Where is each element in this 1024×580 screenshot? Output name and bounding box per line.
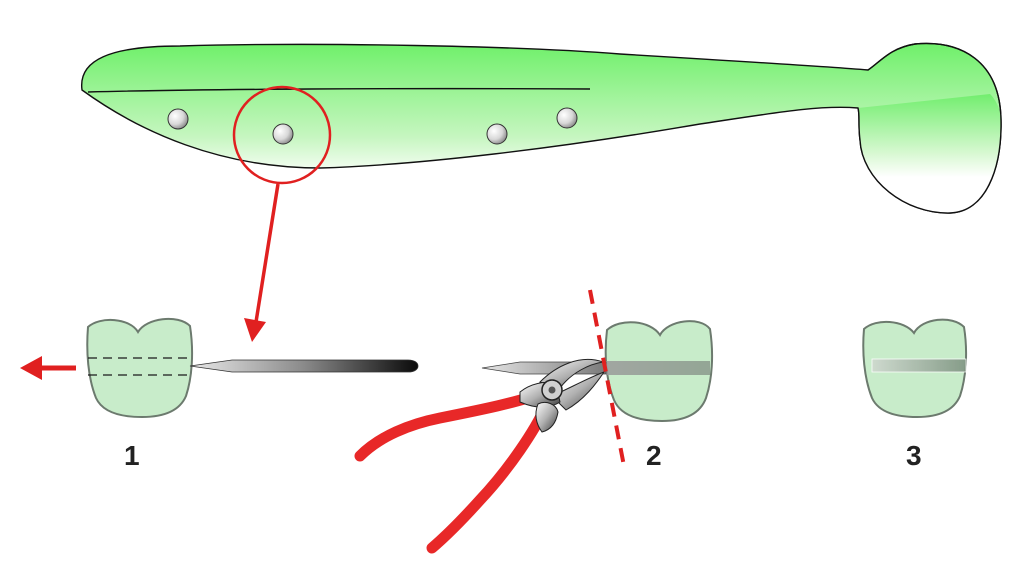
step-label-2: 2 [646, 440, 662, 471]
soft-block-1 [86, 317, 194, 419]
eye-dot [486, 123, 508, 145]
pliers-handle [426, 400, 552, 554]
embedded-rod [871, 358, 967, 373]
step-1-group [20, 317, 419, 419]
step-label-1: 1 [124, 440, 140, 471]
pointer-arrow-head [244, 318, 266, 342]
pliers-jaw [551, 370, 606, 411]
step-label-3: 3 [906, 440, 922, 471]
needle-inside-block [606, 361, 710, 375]
step-3-group [862, 318, 968, 419]
tail-fin [858, 94, 1002, 214]
magnifier-callout [232, 85, 332, 342]
pointer-arrow-shaft [254, 183, 280, 323]
pliers-neck [535, 401, 559, 433]
eye-dot [272, 123, 294, 145]
tail-outline [857, 42, 1002, 214]
step-2-group [354, 289, 714, 554]
lateral-line [87, 87, 591, 93]
pull-arrow-head [20, 356, 42, 380]
eye-dot [556, 107, 578, 129]
magnifier-circle [232, 85, 332, 185]
cut-line [588, 289, 626, 467]
pliers-pivot-center [548, 386, 556, 394]
pliers [354, 358, 606, 554]
eye-dot [167, 108, 189, 130]
lure-body [81, 42, 1002, 214]
needle [189, 359, 419, 373]
